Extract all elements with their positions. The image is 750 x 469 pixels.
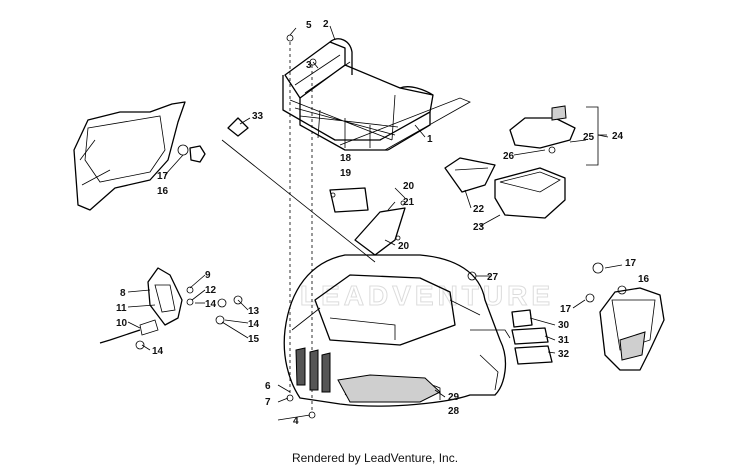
callout-2: 2 [323,19,329,30]
right-side-panel [585,262,665,371]
storage-box [494,167,566,219]
callout-16a: 16 [157,186,169,197]
watermark-text: LEADVENTURE [300,280,554,311]
callout-31: 31 [558,335,570,346]
callout-9: 9 [205,270,211,281]
callout-29: 29 [448,392,460,403]
callout-17a: 17 [157,171,169,182]
callout-labels: 5 2 3 1 33 24 25 26 18 19 20 21 20 22 23… [116,19,650,427]
callout-25: 25 [583,132,595,143]
callout-4: 4 [293,416,299,427]
callout-12: 12 [205,285,217,296]
callout-3: 3 [306,60,312,71]
callout-7: 7 [265,397,271,408]
callout-32: 32 [558,349,570,360]
callout-10: 10 [116,318,128,329]
callout-16b: 16 [638,274,650,285]
callout-17b: 17 [625,258,637,269]
callout-14c: 14 [152,346,164,357]
front-fender [283,254,507,407]
callout-24: 24 [612,131,624,142]
callout-6: 6 [265,381,271,392]
callout-28: 28 [448,406,460,417]
callout-13: 13 [248,306,260,317]
decal-30 [511,309,533,328]
callout-14b: 14 [248,319,260,330]
decal-33 [227,117,249,137]
decal-32 [514,345,553,365]
decal-31 [511,327,549,345]
headlight-hardware [99,286,243,350]
callout-1: 1 [427,134,433,145]
callout-5: 5 [306,20,312,31]
cover-plate [329,187,369,213]
headlight-housing [147,267,183,326]
callout-30: 30 [558,320,570,331]
callout-15: 15 [248,334,260,345]
fastener-27 [467,271,477,281]
footer-credit: Rendered by LeadVenture, Inc. [291,451,459,465]
callout-26: 26 [503,151,515,162]
callout-17c: 17 [560,304,572,315]
storage-lid [509,105,576,154]
storage-mat [444,157,496,193]
callout-20a: 20 [403,181,415,192]
callout-20b: 20 [398,241,410,252]
callout-19: 19 [340,168,352,179]
callout-8: 8 [120,288,126,299]
bracket-21 [354,207,406,256]
callout-27: 27 [487,272,499,283]
left-side-panel [73,101,206,211]
callout-33: 33 [252,111,264,122]
leader-lines [127,25,623,421]
callout-18: 18 [340,153,352,164]
callout-11: 11 [116,303,127,314]
callout-14a: 14 [205,299,217,310]
callout-23: 23 [473,222,485,233]
callout-21: 21 [403,197,415,208]
front-rack [282,38,434,151]
callout-22: 22 [473,204,485,215]
